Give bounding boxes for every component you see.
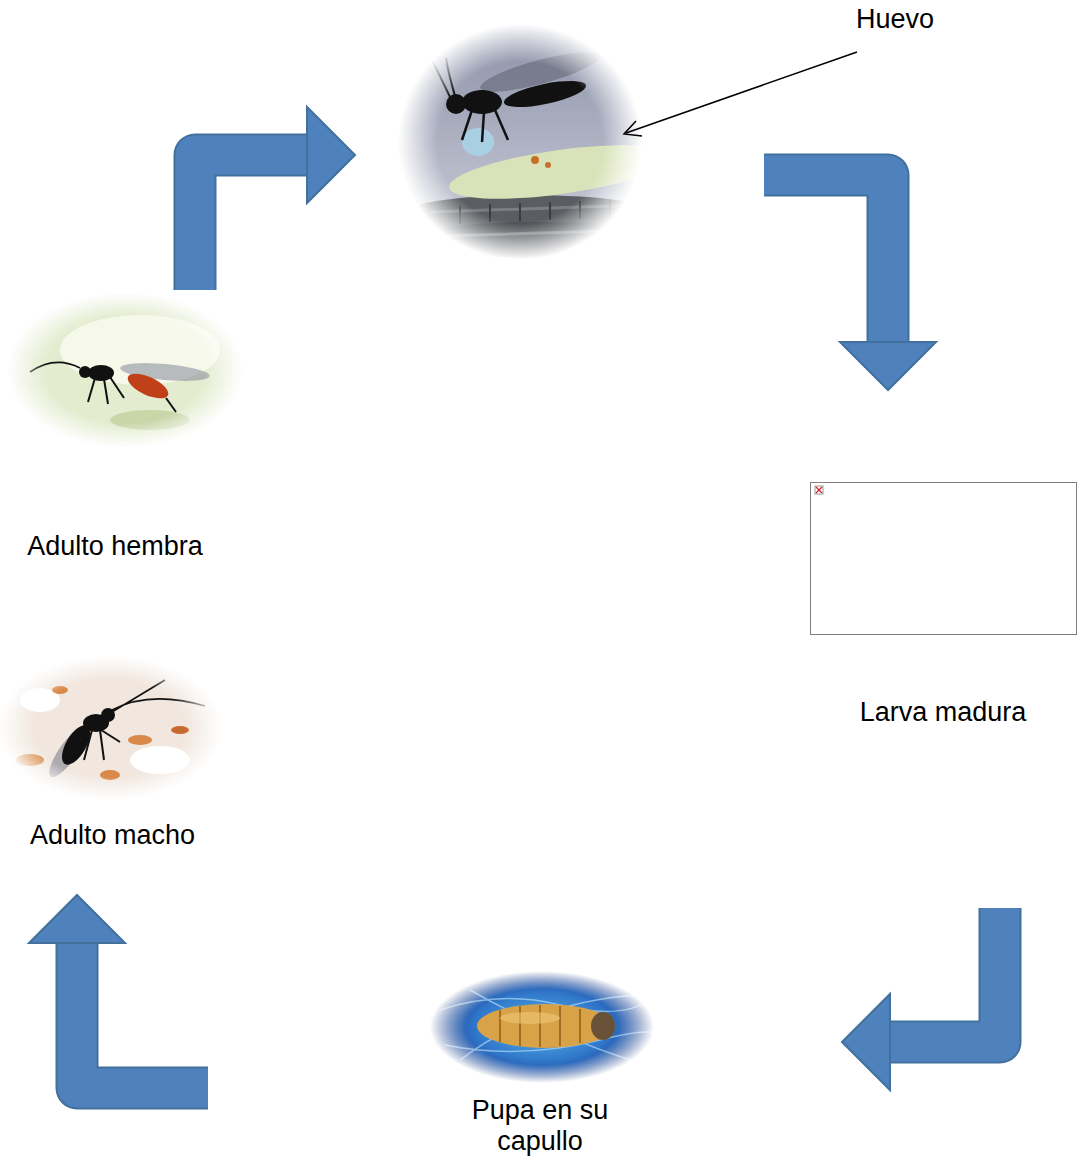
larva-stage-node: Larva madura	[810, 482, 1076, 740]
female-adult-photo	[5, 290, 245, 450]
stage-label: Huevo	[835, 4, 955, 35]
stage-label: Adulto macho	[5, 820, 220, 851]
pupa-stage-node: Pupa en su capullo	[428, 972, 652, 1165]
egg-laying-photo	[398, 24, 674, 260]
block-arrow-connector	[195, 107, 355, 290]
stage-label: Adulto hembra	[5, 531, 225, 562]
male-adult-photo	[0, 654, 224, 802]
block-arrow-connector	[764, 175, 936, 390]
stage-label: Larva madura	[810, 697, 1076, 728]
male-adult-node: Adulto macho	[5, 660, 220, 860]
block-arrow-connector	[842, 908, 1000, 1090]
block-arrow-connector	[29, 895, 208, 1088]
leader-arrowhead	[624, 121, 642, 136]
stage-label: Pupa en su capullo	[440, 1095, 640, 1157]
female-adult-node: Adulto hembra	[5, 295, 245, 566]
pupa-photo	[428, 968, 658, 1086]
larva-image-placeholder	[811, 483, 1077, 635]
egg-stage-node: Huevo	[398, 28, 642, 258]
leader-line	[626, 52, 857, 133]
